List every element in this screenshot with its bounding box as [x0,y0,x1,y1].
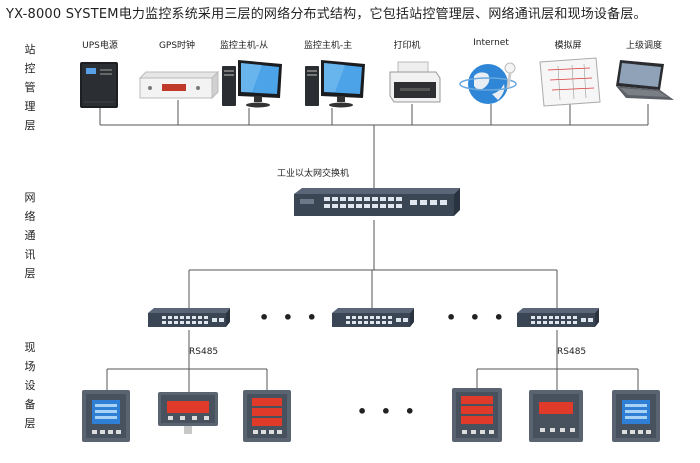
power-meter-blue-icon [82,390,130,442]
power-meter-red-icon [243,390,291,442]
ups-icon [80,62,118,108]
core-switch-label: 工业以太网交换机 [277,169,350,179]
access-switch-icon [332,308,414,327]
monitor-host-icon [305,60,365,108]
layer-char: 现 [24,341,36,354]
layer-char: 管 [24,81,36,94]
layer-label-network: 网络通讯层 [22,188,38,283]
layer-char: 设 [24,379,36,392]
device-label-host-master: 监控主机-主 [303,41,353,51]
monitor-host-icon [222,60,282,108]
device-label-printer: 打印机 [393,41,421,51]
ellipsis-meters: • • • [357,402,419,421]
connection-lines [99,100,649,393]
layer-char: 络 [24,210,36,223]
layer-char: 讯 [24,248,36,261]
layer-char: 站 [24,43,36,56]
layer-char: 层 [24,267,36,280]
power-meter-red-icon [158,392,218,434]
layer-label-field: 现场设备层 [22,338,38,433]
power-meter-red-icon [452,388,502,442]
layer-char: 场 [24,360,36,373]
ellipsis-switches-right: • • • [446,308,508,327]
laptop-icon [616,60,674,100]
core-switch-icon [294,188,460,216]
device-label-dispatch: 上级调度 [625,41,662,51]
layer-char: 理 [24,100,36,113]
device-label-host-slave: 监控主机-从 [219,41,269,51]
device-label-gps: GPS时钟 [158,41,196,51]
bus-label-right: RS485 [557,347,587,357]
printer-icon [389,61,441,103]
gps-clock-icon [138,70,220,100]
layer-char: 备 [24,398,36,411]
simulation-screen-icon [539,57,601,107]
layer-label-station: 站控管理层 [22,40,38,135]
device-label-internet: Internet [473,38,509,48]
access-switch-icon [148,308,230,327]
layer-char: 通 [24,229,36,242]
diagram-title: YX-8000 SYSTEM电力监控系统采用三层的网络分布式结构，它包括站控管理… [6,7,647,22]
switch-ports [324,197,447,208]
layer-char: 层 [24,417,36,430]
power-meter-blue-icon [612,390,660,442]
layer-char: 网 [24,191,36,204]
internet-globe-icon [459,62,517,104]
device-label-simulation-screen: 模拟屏 [554,41,582,51]
access-switch-icon [517,308,599,327]
device-label-ups: UPS电源 [82,41,118,51]
ellipsis-switches-left: • • • [259,308,321,327]
bus-label-left: RS485 [189,347,219,357]
power-meter-red-icon [529,390,583,442]
layer-char: 层 [24,119,36,132]
layer-char: 控 [24,62,36,75]
